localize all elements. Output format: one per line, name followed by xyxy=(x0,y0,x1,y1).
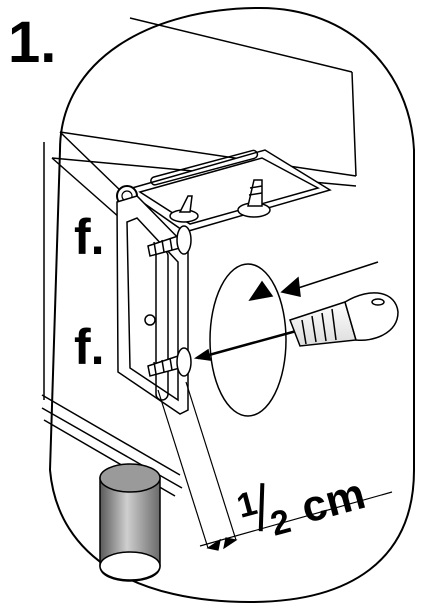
fraction-bar xyxy=(258,483,265,532)
top-screws xyxy=(169,179,271,223)
cabinet-leg xyxy=(99,463,161,582)
cabinet-top-panel xyxy=(51,17,357,187)
screwdriver xyxy=(193,292,399,361)
fastener-label-upper: f. xyxy=(74,209,105,265)
bracket-vertical-plate xyxy=(116,195,189,415)
measurement-guides xyxy=(157,381,393,551)
step-number: 1. xyxy=(8,10,56,75)
detail-outline xyxy=(48,6,415,604)
rotation-indicator xyxy=(209,261,379,417)
fraction-numerator: 1 xyxy=(233,484,261,526)
measurement-unit: cm xyxy=(296,469,370,533)
lower-screw xyxy=(147,347,192,377)
fraction-denominator: 2 xyxy=(267,502,295,544)
measurement-label: 1 2 cm xyxy=(233,469,370,544)
fastener-label-lower: f. xyxy=(74,319,105,375)
cabinet-side-panel xyxy=(43,131,126,400)
upper-screw xyxy=(147,225,192,257)
